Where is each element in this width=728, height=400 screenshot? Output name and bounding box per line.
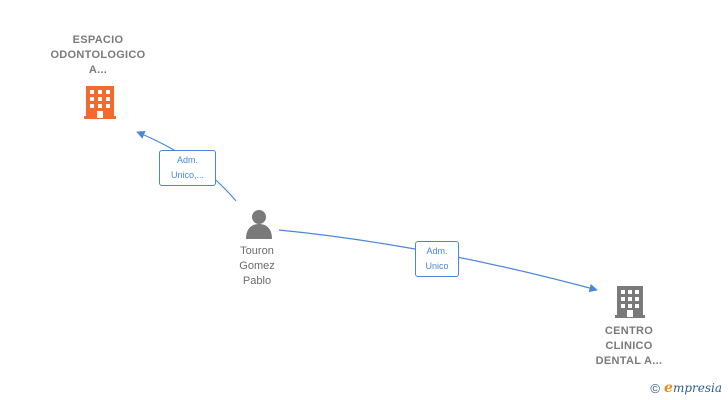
- node-label-line: DENTAL A...: [595, 355, 663, 367]
- edge-label-line: Unico,...: [170, 170, 204, 180]
- edge-label-adm-unico-2[interactable]: Adm. Unico: [415, 241, 459, 277]
- empresia-watermark[interactable]: © empresia: [650, 380, 722, 396]
- node-label-line: CLINICO: [605, 340, 653, 352]
- edge-label-line: Adm.: [426, 246, 448, 256]
- node-label-line: Pablo: [242, 275, 272, 287]
- person-icon[interactable]: [246, 210, 272, 239]
- node-label-espacio-odontologico[interactable]: ESPACIO ODONTOLOGICO A...: [38, 33, 158, 78]
- copyright-icon: ©: [650, 380, 661, 396]
- node-label-line: ODONTOLOGICO: [50, 49, 146, 61]
- logo-text: mpresia: [672, 381, 722, 395]
- node-label-line: Touron: [240, 245, 274, 257]
- logo-initial: e: [664, 380, 673, 396]
- building-icon[interactable]: [615, 286, 645, 318]
- node-label-person[interactable]: Touron Gomez Pablo: [222, 244, 292, 289]
- node-label-line: CENTRO: [604, 325, 654, 337]
- node-label-centro-clinico[interactable]: CENTRO CLINICO DENTAL A...: [582, 324, 676, 369]
- node-label-line: ESPACIO: [72, 34, 124, 46]
- empresia-logo: empresia: [664, 380, 722, 396]
- node-label-line: A...: [88, 64, 108, 76]
- building-icon[interactable]: [84, 86, 116, 119]
- edge-label-line: Unico: [425, 261, 449, 271]
- edge-label-line: Adm.: [176, 155, 198, 165]
- node-label-line: Gomez: [239, 260, 275, 272]
- edge-label-adm-unico-1[interactable]: Adm. Unico,...: [159, 150, 216, 186]
